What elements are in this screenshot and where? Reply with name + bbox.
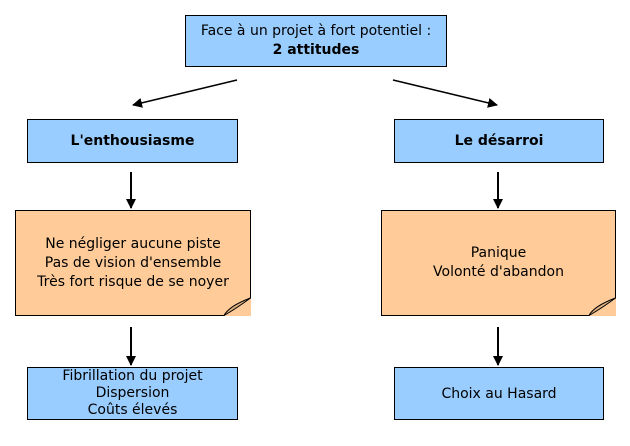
enthusiasm-heading: L'enthousiasme [70, 133, 195, 149]
dismay-heading: Le désarroi [454, 133, 544, 149]
root-box: Face à un projet à fort potentiel : 2 at… [185, 15, 447, 67]
note-line: Volonté d'abandon [433, 264, 564, 280]
note-line: Très fort risque de se noyer [37, 273, 229, 290]
arrow-top-to-right [392, 79, 498, 108]
note-shape-right [381, 210, 616, 316]
note-line: Ne négliger aucune piste [45, 235, 221, 252]
note-shape-left [15, 210, 251, 316]
result-line: Choix au Hasard [441, 385, 557, 402]
dismay-note-text: Panique Volonté d'abandon [381, 210, 616, 316]
root-line-1: Face à un projet à fort potentiel : [200, 23, 432, 39]
enthusiasm-box: L'enthousiasme [27, 119, 238, 163]
root-line-2: 2 attitudes [272, 42, 360, 58]
note-line: Panique [470, 245, 527, 261]
dismay-box: Le désarroi [394, 119, 604, 163]
result-line: Dispersion [95, 385, 170, 401]
dismay-result-box: Choix au Hasard [394, 367, 604, 420]
note-line: Pas de vision d'ensemble [44, 254, 222, 271]
result-line: Coûts élevés [87, 402, 178, 418]
dismay-note: Panique Volonté d'abandon [381, 210, 616, 316]
arrow-top-to-left [132, 79, 238, 108]
enthusiasm-note: Ne négliger aucune piste Pas de vision d… [15, 210, 251, 316]
result-line: Fibrillation du projet [62, 368, 203, 384]
enthusiasm-result-box: Fibrillation du projet Dispersion Coûts … [27, 367, 238, 420]
enthusiasm-note-text: Ne négliger aucune piste Pas de vision d… [15, 210, 251, 316]
